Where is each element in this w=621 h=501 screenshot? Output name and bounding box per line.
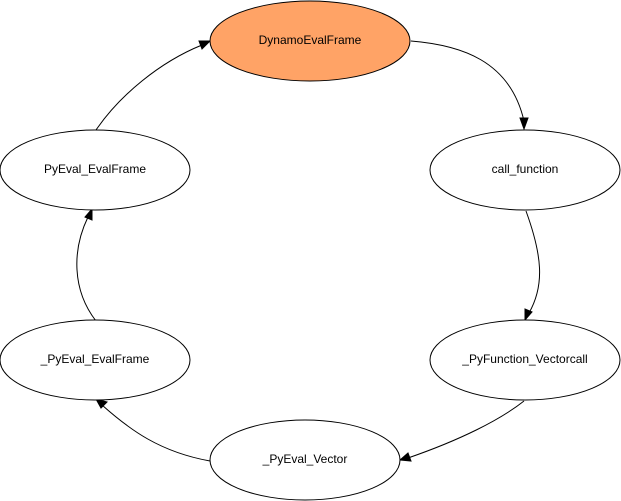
node-pyeval-evalframe-private: _PyEval_EvalFrame xyxy=(0,319,191,401)
edge-pyeval-evalframe-to-dynamo xyxy=(95,40,212,131)
node-label: DynamoEvalFrame xyxy=(259,33,362,47)
edge-pyeval-vector-to-pyeval-evalframe-private xyxy=(94,398,211,462)
node-pyeval-vector: _PyEval_Vector xyxy=(209,419,401,501)
node-dynamo-eval-frame: DynamoEvalFrame xyxy=(209,0,411,82)
node-label: _PyEval_Vector xyxy=(262,452,348,466)
node-label: _PyFunction_Vectorcall xyxy=(461,352,587,366)
node-shape xyxy=(209,419,401,501)
node-pyeval-evalframe: PyEval_EvalFrame xyxy=(0,129,191,211)
edge-call-function-to-pyfunction-vectorcall xyxy=(524,210,541,322)
node-pyfunction-vectorcall: _PyFunction_Vectorcall xyxy=(429,319,621,401)
edge-pyfunction-vectorcall-to-pyeval-vector xyxy=(398,400,525,462)
node-shape xyxy=(209,0,411,82)
node-call-function: call_function xyxy=(429,129,621,211)
node-shape xyxy=(429,129,621,211)
node-label: _PyEval_EvalFrame xyxy=(40,352,150,366)
node-shape xyxy=(0,129,191,211)
node-label: call_function xyxy=(492,162,559,176)
node-label: PyEval_EvalFrame xyxy=(44,162,146,176)
edges xyxy=(76,40,541,462)
edge-pyeval-evalframe-private-to-pyeval-evalframe xyxy=(76,207,97,322)
edge-dynamo-to-call-function xyxy=(410,40,529,131)
node-shape xyxy=(429,319,621,401)
node-shape xyxy=(0,319,191,401)
